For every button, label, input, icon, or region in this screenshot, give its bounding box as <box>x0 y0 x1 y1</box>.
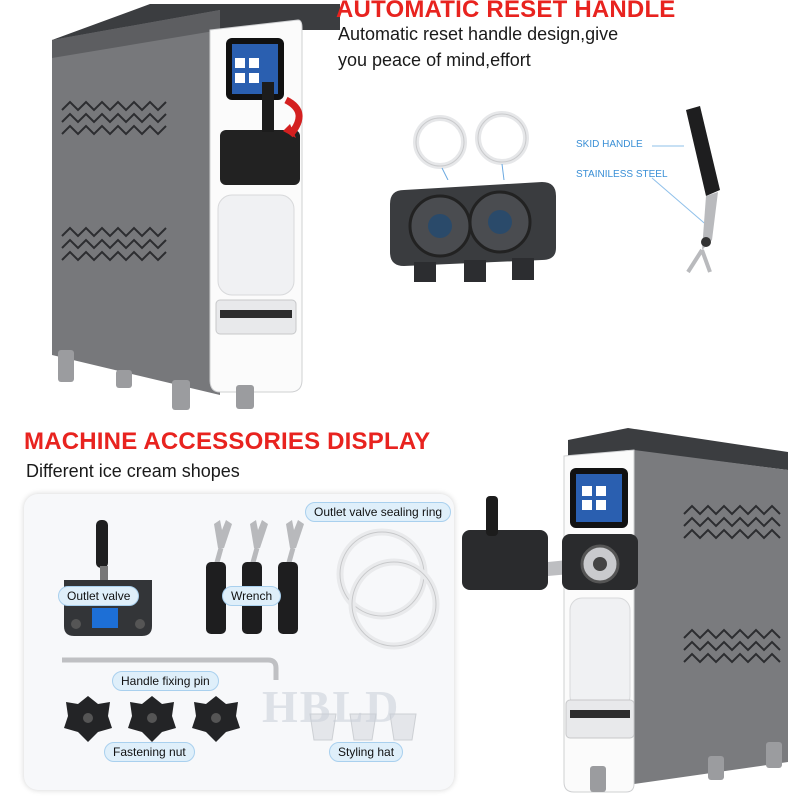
reset-handle-subtitle-line1: Automatic reset handle design,give <box>338 24 619 44</box>
stainless-steel-label: STAINILESS STEEL <box>576 169 668 180</box>
skid-handle-image <box>651 106 720 274</box>
skid-handle-label: SKID HANDLE <box>576 139 643 150</box>
machine-image-left <box>52 4 340 410</box>
wrench-label: Wrench <box>222 586 282 606</box>
accessories-subtitle: Different ice cream shopes <box>26 461 240 481</box>
outlet-valve-label: Outlet valve <box>58 586 140 606</box>
sealing-ring-image <box>336 528 440 650</box>
fixing-pin-image <box>62 657 279 680</box>
reset-handle-subtitle-line2: you peace of mind,effort <box>338 50 531 70</box>
sealing-ring-label: Outlet valve sealing ring <box>305 502 452 522</box>
fixing-pin-label: Handle fixing pin <box>112 671 219 691</box>
watermark-logo: HBLD <box>262 681 401 732</box>
fastening-nut-image <box>64 696 240 742</box>
styling-hat-image <box>309 713 417 741</box>
reset-handle-title: AUTOMATIC RESET HANDLE <box>336 0 676 23</box>
machine-image-right <box>462 428 788 793</box>
styling-hat-label: Styling hat <box>329 742 404 762</box>
seal-rings-top-image <box>413 111 529 180</box>
fastening-nut-label: Fastening nut <box>104 742 195 762</box>
accessories-title: MACHINE ACCESSORIES DISPLAY <box>24 428 431 455</box>
valve-body-top-image <box>390 182 556 282</box>
outlet-valve-image <box>64 520 152 636</box>
wrench-image <box>206 520 304 634</box>
